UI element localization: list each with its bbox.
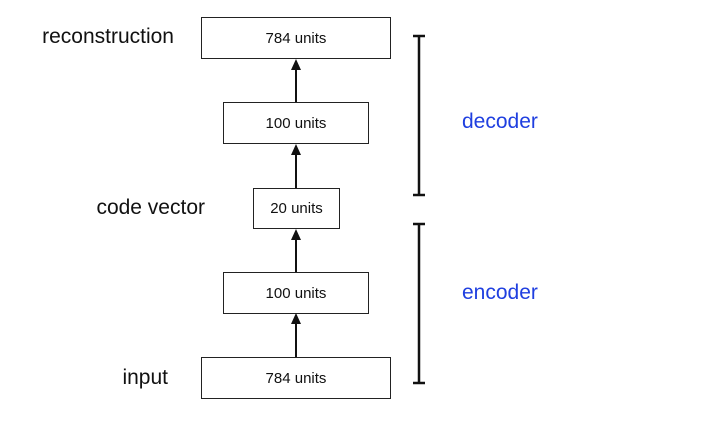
code-layer-units: 20 units	[270, 200, 323, 217]
arrow-decoder-hidden-to-reconstruction	[291, 59, 301, 102]
code-vector-label: code vector	[96, 196, 205, 219]
encoder-hidden-layer-units: 100 units	[265, 284, 327, 302]
arrow-code-to-decoder-hidden	[291, 144, 301, 188]
reconstruction-label: reconstruction	[42, 25, 174, 48]
reconstruction-layer-box: 784 units	[201, 17, 391, 59]
input-layer-units: 784 units	[265, 369, 327, 387]
encoder-label: encoder	[462, 281, 538, 304]
decoder-hidden-layer-units: 100 units	[265, 114, 327, 132]
decoder-label: decoder	[462, 110, 538, 133]
arrow-input-to-encoder-hidden	[291, 313, 301, 357]
reconstruction-layer-units: 784 units	[265, 29, 327, 47]
encoder-bracket	[413, 222, 425, 385]
decoder-bracket	[413, 34, 425, 197]
input-layer-box: 784 units	[201, 357, 391, 399]
decoder-hidden-layer-box: 100 units	[223, 102, 369, 144]
code-layer-box: 20 units	[253, 188, 340, 229]
arrow-encoder-hidden-to-code	[291, 229, 301, 272]
input-label: input	[122, 366, 168, 389]
